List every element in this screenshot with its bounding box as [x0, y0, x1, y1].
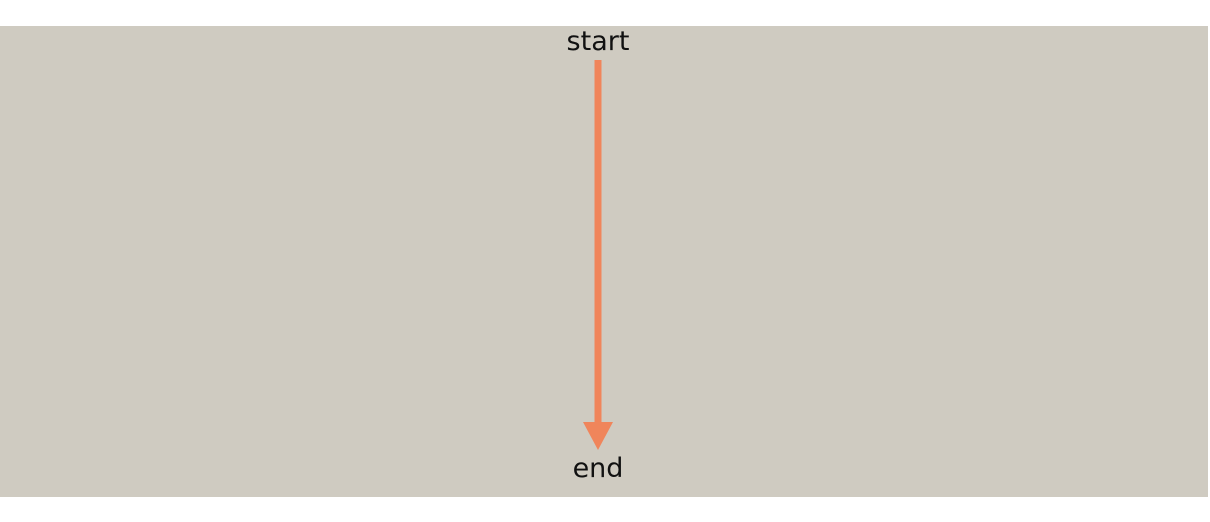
end-label: end: [572, 453, 624, 484]
start-label: start: [566, 26, 630, 57]
arrow-head-icon: [583, 422, 613, 450]
flow-arrow: [583, 60, 613, 450]
diagram-canvas: start end: [0, 26, 1208, 497]
